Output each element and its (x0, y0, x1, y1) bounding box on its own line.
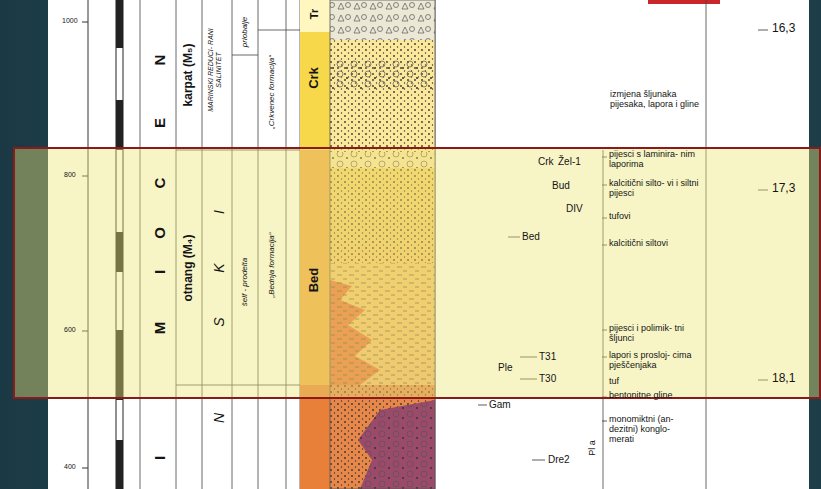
environment-letter: I (212, 210, 227, 214)
lithology-note: tufovi (609, 212, 701, 222)
lithology-note: kalcitični siltovi (609, 239, 701, 249)
unit-code: Bud (552, 180, 570, 191)
stage-name: otnang (M₄) (182, 234, 195, 301)
unit-code: Tr (308, 9, 320, 19)
formation-name: „Bednja formacija“ (268, 233, 277, 298)
epoch-letter: C (152, 178, 169, 189)
unit-code: DIV (566, 203, 583, 214)
unit-code: Žel-1 (558, 156, 581, 167)
epoch-letter: E (152, 118, 169, 128)
lithology-note: pijesci i polimik- tni šljunci (609, 324, 701, 344)
lithology-note: lapori s prosloj- cima pješčenjaka (609, 351, 701, 371)
depth-value: 800 (64, 171, 76, 179)
epoch-letter: I (152, 456, 169, 460)
lithology-note: izmjena šljunaka pijesaka, lapora i glin… (610, 90, 702, 110)
unit-code: T30 (539, 373, 556, 384)
epoch-letter: I (152, 270, 169, 274)
unit-code: Ple (498, 362, 512, 373)
environment-letter: K (212, 263, 227, 272)
depth-value: 600 (64, 326, 76, 334)
stage-name: karpat (M₅) (182, 44, 195, 107)
unit-code: Gam (489, 399, 511, 410)
environment-note: MARINSKI REDUCI- RANI SALINITET (207, 20, 222, 120)
lithology-note: pijesci s laminira- nim laporima (609, 150, 701, 170)
age-value: 18,1 (772, 372, 795, 385)
unit-code: Dre2 (548, 454, 570, 465)
depth-value: 1000 (62, 17, 78, 25)
epoch-letter: N (152, 55, 169, 66)
unit-code: Bed (522, 231, 540, 242)
facies-name: priobalje (241, 17, 250, 47)
group-code: Pl a (588, 440, 598, 456)
environment-letter: N (212, 413, 227, 423)
lithology-note: tuf (609, 377, 701, 387)
lithology-note: kalcitični silto- vi i siltni pijesci (609, 179, 701, 199)
lithology-note: bentonitne gline (609, 391, 701, 401)
age-value: 16,3 (772, 22, 795, 35)
epoch-letter: O (152, 227, 169, 239)
environment-letter: S (212, 317, 227, 326)
epoch-letter: M (152, 322, 169, 335)
formation-name: „Crkvenec formacija“ (268, 55, 277, 129)
unit-code: Crk (307, 67, 321, 89)
facies-name: šelf - prodelta (241, 258, 250, 306)
unit-code: Bed (307, 268, 321, 293)
unit-code: Crk (538, 156, 554, 167)
age-value: 17,3 (772, 182, 795, 195)
depth-value: 400 (64, 463, 76, 471)
unit-code: T31 (539, 351, 556, 362)
lithology-note: monomiktni (an- dezitni) konglo- merati (609, 415, 697, 445)
